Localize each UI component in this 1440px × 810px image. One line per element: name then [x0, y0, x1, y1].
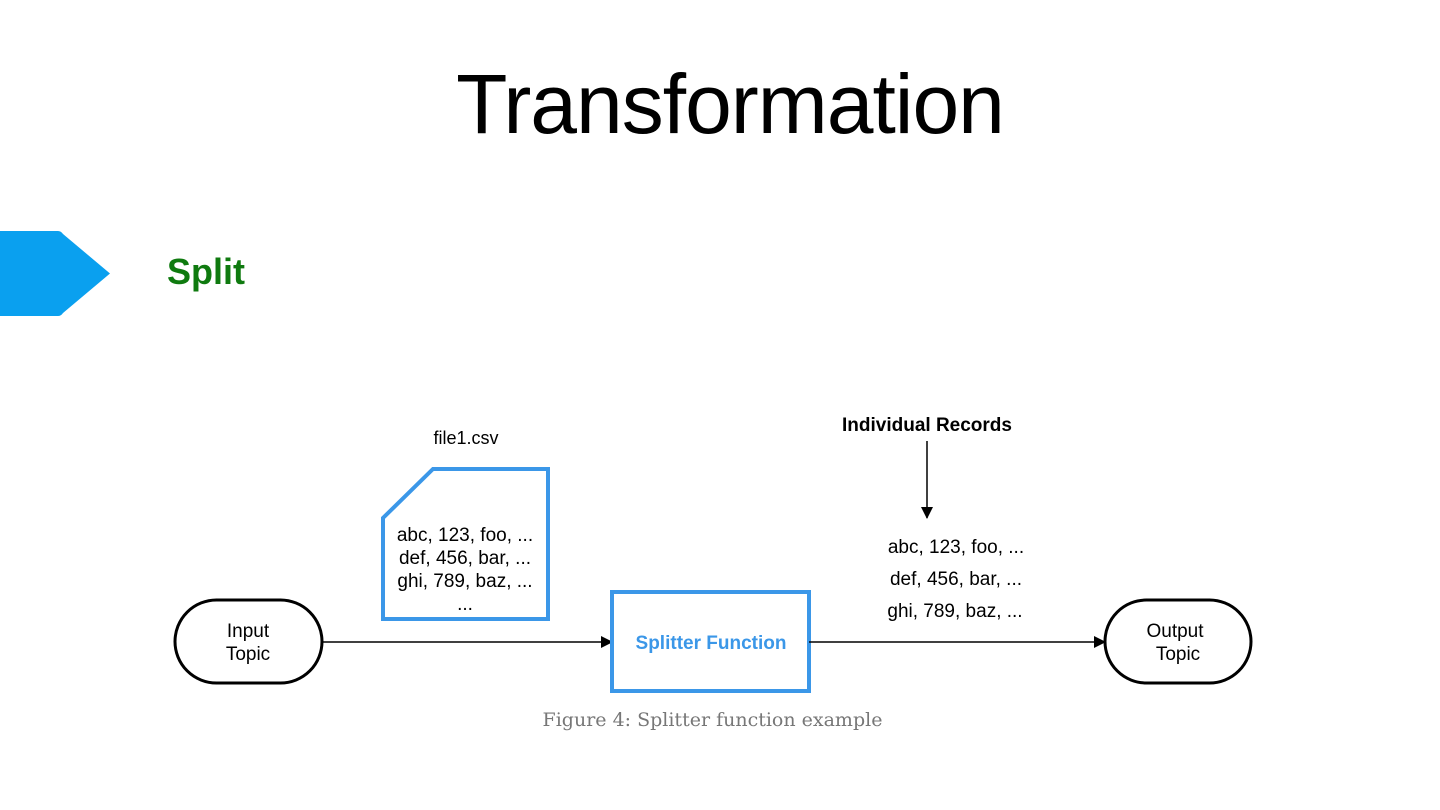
- input-topic-line2: Topic: [226, 644, 270, 665]
- record-line: ghi, 789, baz, ...: [887, 601, 1022, 622]
- record-line: abc, 123, foo, ...: [888, 537, 1024, 558]
- arrow-shape: [0, 231, 110, 316]
- file-line: def, 456, bar, ...: [399, 548, 531, 569]
- section-label: Split: [167, 251, 245, 292]
- csv-file-document: abc, 123, foo, ... def, 456, bar, ... gh…: [381, 467, 550, 621]
- individual-records-heading: Individual Records: [842, 415, 1012, 436]
- file-line: ghi, 789, baz, ...: [397, 571, 532, 592]
- file-name-label: file1.csv: [433, 428, 498, 448]
- file-line: ...: [457, 594, 473, 615]
- record-line: def, 456, bar, ...: [890, 569, 1022, 590]
- page-title: Transformation: [456, 57, 1005, 151]
- splitter-function-label: Splitter Function: [636, 633, 787, 654]
- splitter-function-box: Splitter Function: [610, 590, 811, 693]
- input-topic-node: Input Topic: [173, 598, 324, 685]
- output-topic-line2: Topic: [1156, 644, 1200, 665]
- output-topic-node: Output Topic: [1103, 598, 1253, 685]
- section-marker-arrow: [0, 231, 110, 316]
- figure-caption: Figure 4: Splitter function example: [542, 709, 883, 731]
- input-topic-line1: Input: [227, 621, 270, 642]
- file-line: abc, 123, foo, ...: [397, 525, 533, 546]
- output-topic-line1: Output: [1146, 621, 1204, 642]
